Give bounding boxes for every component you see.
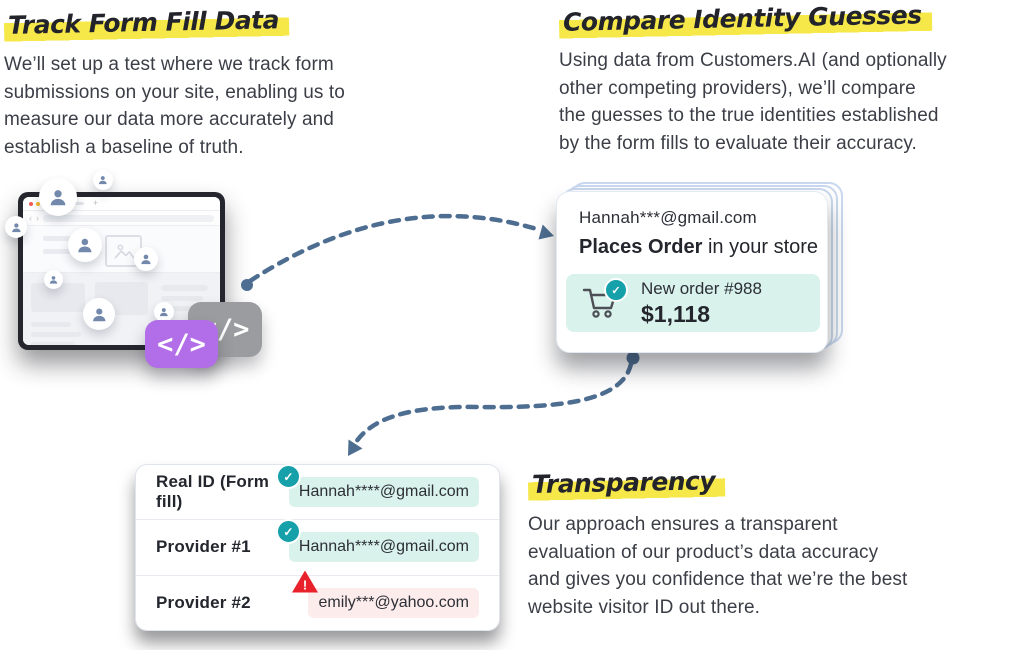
forward-icon: › xyxy=(36,212,39,223)
track-heading: Track Form Fill Data xyxy=(3,3,290,43)
order-details: New order #988 $1,118 xyxy=(641,279,762,328)
compare-paragraph: Using data from Customers.AI (and option… xyxy=(559,47,1009,157)
track-line: establish a baseline of truth. xyxy=(4,136,244,158)
placeholder-bar xyxy=(31,322,71,327)
arrowhead-icon xyxy=(348,439,363,456)
check-glyph: ✓ xyxy=(283,524,294,539)
order-amount: $1,118 xyxy=(641,300,711,327)
track-line: measure our data more accurately and xyxy=(4,109,334,130)
code-glyph: </> xyxy=(157,328,206,360)
order-action-bold: Places Order xyxy=(579,236,703,258)
row-label: Provider #2 xyxy=(156,592,251,612)
row-value-chip: ✓ Hannah****@gmail.com xyxy=(275,464,479,508)
row-label: Provider #1 xyxy=(156,537,251,557)
table-row: Provider #1 ✓ Hannah****@gmail.com xyxy=(136,519,499,576)
traffic-light-red-icon xyxy=(29,201,33,206)
table-row: Real ID (Form fill) ✓ Hannah****@gmail.c… xyxy=(136,464,499,521)
check-glyph: ✓ xyxy=(611,284,621,297)
address-bar xyxy=(43,214,214,222)
user-avatar-icon xyxy=(134,247,158,271)
user-avatar-icon xyxy=(39,178,77,216)
order-action-rest: in your store xyxy=(702,236,819,258)
user-avatar-icon xyxy=(154,302,174,322)
code-badge-purple-icon: </> xyxy=(145,320,218,368)
browser-illustration: + ‹ › xyxy=(0,160,290,400)
transparency-heading: Transparency xyxy=(527,463,726,503)
user-avatar-icon xyxy=(68,228,102,262)
row-value: emily***@yahoo.com xyxy=(318,593,469,611)
track-paragraph: We’ll set up a test where we track form … xyxy=(4,51,404,161)
compare-line: by the form fills to evaluate their accu… xyxy=(559,132,917,154)
transparency-line: and gives you confidence that we’re the … xyxy=(528,569,908,590)
warning-triangle-icon: ! xyxy=(292,570,319,593)
placeholder-bar xyxy=(31,332,81,337)
placeholder-bar xyxy=(161,306,206,311)
order-number: New order #988 xyxy=(641,278,762,298)
user-avatar-icon xyxy=(83,298,115,330)
compare-line: other competing providers), we’ll compar… xyxy=(559,77,916,99)
check-glyph: ✓ xyxy=(283,469,294,484)
traffic-light-yellow-icon xyxy=(36,201,40,206)
check-badge-icon: ✓ xyxy=(604,278,628,302)
user-avatar-icon xyxy=(44,270,63,289)
order-card-stack: Hannah***@gmail.com Places Order in your… xyxy=(556,182,856,364)
track-line: submissions on your site, enabling us to xyxy=(4,81,345,103)
new-tab-icon: + xyxy=(93,198,99,208)
cart-icon: ✓ xyxy=(582,278,628,320)
section-transparency: Transparency Our approach ensures a tran… xyxy=(527,463,998,621)
identity-comparison-table: Real ID (Form fill) ✓ Hannah****@gmail.c… xyxy=(135,464,500,631)
placeholder-bar xyxy=(43,236,89,241)
check-badge-icon: ✓ xyxy=(275,464,301,490)
transparency-paragraph: Our approach ensures a transparent evalu… xyxy=(528,511,998,621)
placeholder-bar xyxy=(161,296,203,301)
row-value: Hannah****@gmail.com xyxy=(298,483,469,501)
compare-line: Using data from Customers.AI (and option… xyxy=(559,50,947,71)
transparency-line: evaluation of our product’s data accurac… xyxy=(528,541,879,563)
transparency-line: website visitor ID out there. xyxy=(528,596,761,618)
arrow-to-table xyxy=(353,361,634,445)
arrowhead-icon xyxy=(538,224,554,240)
browser-nav-bar: ‹ › xyxy=(23,211,220,226)
placeholder-bar xyxy=(31,342,75,345)
row-value-chip: ! emily***@yahoo.com xyxy=(292,570,479,618)
browser-hero xyxy=(23,226,220,273)
arrow-to-order-card xyxy=(247,213,543,284)
warning-glyph: ! xyxy=(303,577,307,592)
compare-heading: Compare Identity Guesses xyxy=(558,0,932,40)
new-order-box: ✓ New order #988 $1,118 xyxy=(566,274,820,332)
table-row: Provider #2 ! emily***@yahoo.com xyxy=(136,570,499,630)
back-icon: ‹ xyxy=(29,212,32,223)
section-compare-identity: Compare Identity Guesses Using data from… xyxy=(558,0,1009,157)
transparency-line: Our approach ensures a transparent xyxy=(528,514,838,535)
track-line: We’ll set up a test where we track form xyxy=(4,54,334,75)
section-track-form-fill: Track Form Fill Data We’ll set up a test… xyxy=(3,3,404,161)
compare-line: the guesses to the true identities estab… xyxy=(559,105,939,126)
row-value-chip: ✓ Hannah****@gmail.com xyxy=(275,519,479,563)
order-card: Hannah***@gmail.com Places Order in your… xyxy=(556,191,828,353)
user-avatar-icon xyxy=(5,216,27,238)
order-email: Hannah***@gmail.com xyxy=(579,208,757,227)
order-action: Places Order in your store xyxy=(579,236,827,259)
row-value: Hannah****@gmail.com xyxy=(298,538,469,556)
check-badge-icon: ✓ xyxy=(275,519,301,545)
browser-window: + ‹ › xyxy=(18,192,225,350)
user-avatar-icon xyxy=(93,170,113,190)
placeholder-bar xyxy=(161,285,208,291)
browser-chrome: + ‹ › xyxy=(23,197,220,345)
row-label: Real ID (Form fill) xyxy=(156,472,270,512)
